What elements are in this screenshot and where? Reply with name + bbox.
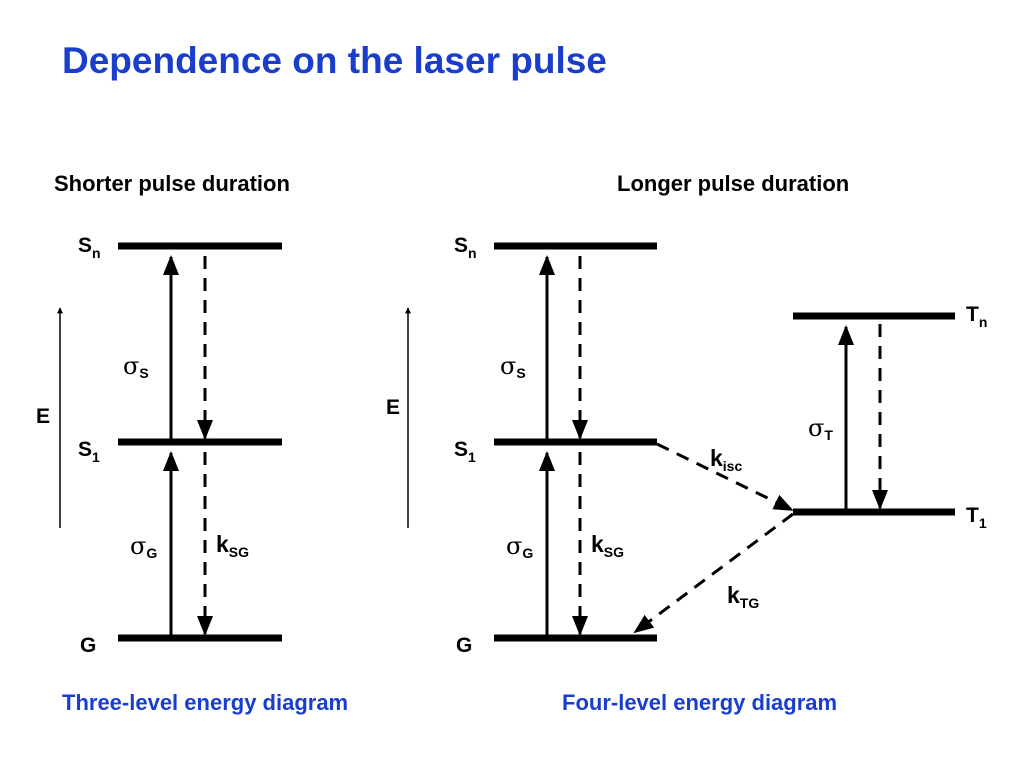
right-label-g: G <box>456 634 472 657</box>
right-sigma-s-label: σS <box>500 352 526 381</box>
left-panel-heading: Shorter pulse duration <box>54 171 290 196</box>
right-label-t1: T1 <box>966 504 987 531</box>
right-panel-heading: Longer pulse duration <box>617 171 850 196</box>
right-isc-arrow <box>656 442 794 512</box>
left-k-sg-label: kSG <box>216 531 249 560</box>
left-label-g: G <box>80 634 96 657</box>
right-k-isc-label: kisc <box>710 445 742 474</box>
left-diagram: E Sn S1 G σS σG kSG <box>36 234 282 657</box>
right-label-tn: Tn <box>966 303 987 330</box>
right-axis-label: E <box>386 396 400 419</box>
right-k-tg-label: kTG <box>727 582 759 611</box>
left-panel-caption: Three-level energy diagram <box>62 690 349 715</box>
left-label-s1: S1 <box>78 438 100 465</box>
right-panel-caption: Four-level energy diagram <box>562 690 838 715</box>
left-sigma-s-label: σS <box>123 352 149 381</box>
right-label-sn: Sn <box>454 234 477 261</box>
right-sigma-t-label: σT <box>808 414 833 443</box>
right-label-s1: S1 <box>454 438 476 465</box>
left-label-sn: Sn <box>78 234 101 261</box>
right-k-sg-label: kSG <box>591 531 624 560</box>
right-sigma-g-label: σG <box>506 532 533 561</box>
left-sigma-g-label: σG <box>130 532 157 561</box>
right-tg-arrow <box>633 512 794 634</box>
left-axis-label: E <box>36 405 50 428</box>
right-diagram: E Sn S1 G Tn T1 σS σG kSG kisc σT kTG <box>386 234 987 657</box>
page-title: Dependence on the laser pulse <box>62 40 607 81</box>
